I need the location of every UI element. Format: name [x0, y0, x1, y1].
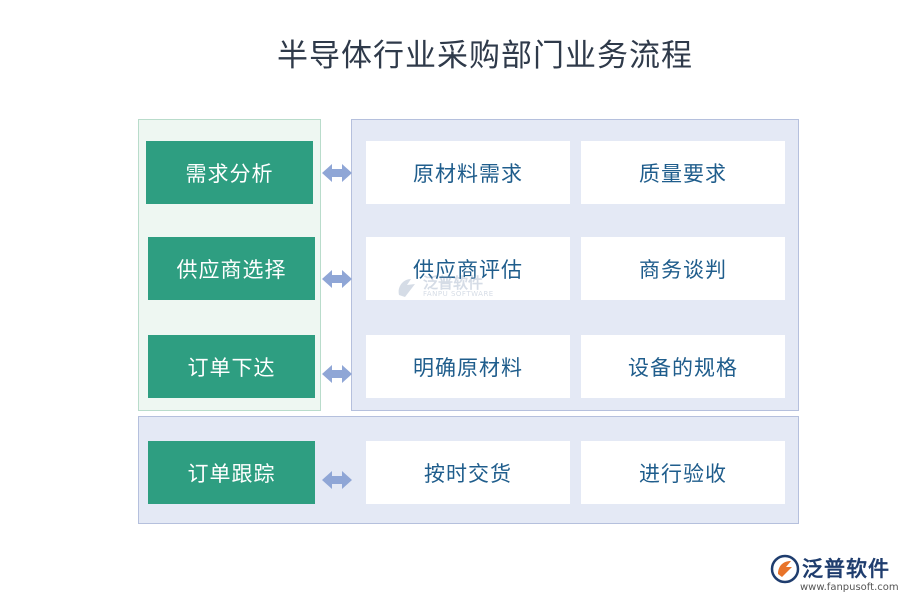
double-arrow-icon — [322, 471, 352, 489]
logo-url: www.fanpusoft.com — [800, 582, 899, 593]
step-demand-analysis: 需求分析 — [146, 141, 313, 204]
item-supplier-evaluation: 供应商评估 — [366, 237, 570, 300]
item-quality-requirements: 质量要求 — [581, 141, 785, 204]
page-title: 半导体行业采购部门业务流程 — [277, 38, 693, 74]
double-arrow-icon — [322, 365, 352, 383]
double-arrow-icon — [322, 270, 352, 288]
step-order-placement: 订单下达 — [148, 335, 315, 398]
double-arrow-icon — [322, 164, 352, 182]
logo-name: 泛普软件 — [802, 557, 890, 581]
item-specify-raw-materials: 明确原材料 — [366, 335, 570, 398]
fanpu-watermark-icon — [398, 279, 415, 297]
item-on-time-delivery: 按时交货 — [366, 441, 570, 504]
item-acceptance-inspection: 进行验收 — [581, 441, 785, 504]
item-equipment-specs: 设备的规格 — [581, 335, 785, 398]
step-order-tracking: 订单跟踪 — [148, 441, 315, 504]
item-raw-material-demand: 原材料需求 — [366, 141, 570, 204]
item-business-negotiation: 商务谈判 — [581, 237, 785, 300]
fanpu-logo-icon — [770, 554, 800, 584]
watermark: 泛普软件 FANPU SOFTWARE — [395, 272, 505, 304]
step-supplier-selection: 供应商选择 — [148, 237, 315, 300]
brand-logo: 泛普软件 www.fanpusoft.com — [770, 552, 899, 598]
